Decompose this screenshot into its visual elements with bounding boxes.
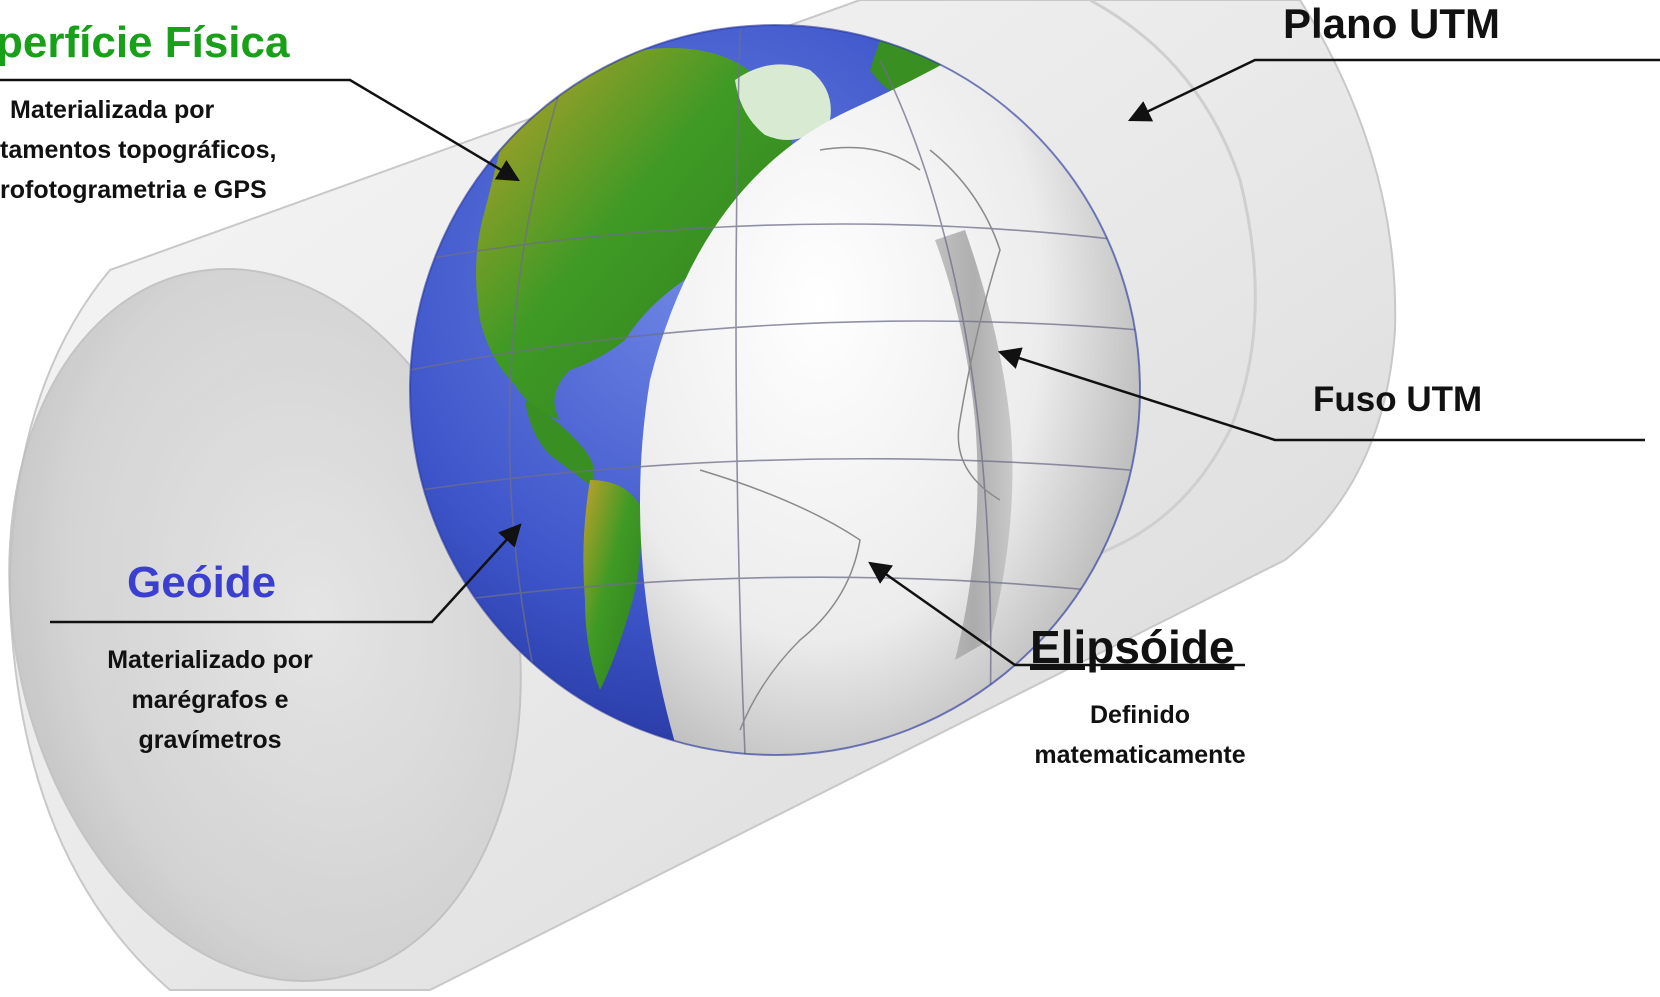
leader-lines: [0, 58, 1660, 667]
superficie-fisica-title: perfície Física: [0, 18, 290, 67]
superficie-line-2: tamentos topográficos,: [0, 136, 277, 164]
superficie-fisica-description: Materializada por tamentos topográficos,…: [0, 90, 350, 210]
pointer-arrow-superficie: [0, 78, 520, 182]
fuso-utm-title: Fuso UTM: [1313, 380, 1483, 419]
superficie-line-3: rofotogrametria e GPS: [0, 176, 267, 204]
geoide-title: Geóide: [127, 558, 277, 607]
pointer-arrow-geoide: [50, 523, 522, 624]
elipsoide-line-2: matematicamente: [1034, 741, 1246, 769]
land-greenland: [735, 64, 831, 140]
land-central-america: [525, 400, 594, 485]
graticule: [410, 29, 1140, 755]
elipsoide-title: Elipsóide: [1030, 621, 1235, 673]
pointer-arrow-fuso: [997, 347, 1645, 442]
elipsoide-description: Definido matematicamente: [990, 695, 1290, 775]
globe-illustration: [409, 24, 1141, 756]
geoide-description: Materializado por marégrafos e gravímetr…: [60, 640, 360, 760]
geoide-line-1: Materializado por: [107, 646, 313, 674]
land-north-america: [476, 48, 792, 420]
cylinder-inner-edge: [1079, 0, 1257, 562]
elipsoide-surface: [640, 25, 1140, 755]
geoide-line-3: gravímetros: [138, 726, 282, 754]
fuso-utm-band: [935, 230, 1013, 660]
superficie-line-1: Materializada por: [10, 96, 215, 124]
geoide-line-2: marégrafos e: [131, 686, 289, 714]
ellipsoid-coastlines: [699, 146, 1001, 731]
elipsoide-line-1: Definido: [1090, 701, 1190, 729]
pointer-arrow-elipsoide: [868, 561, 1245, 667]
pointer-arrow-plano: [1127, 58, 1660, 122]
plano-utm-title: Plano UTM: [1283, 0, 1500, 47]
